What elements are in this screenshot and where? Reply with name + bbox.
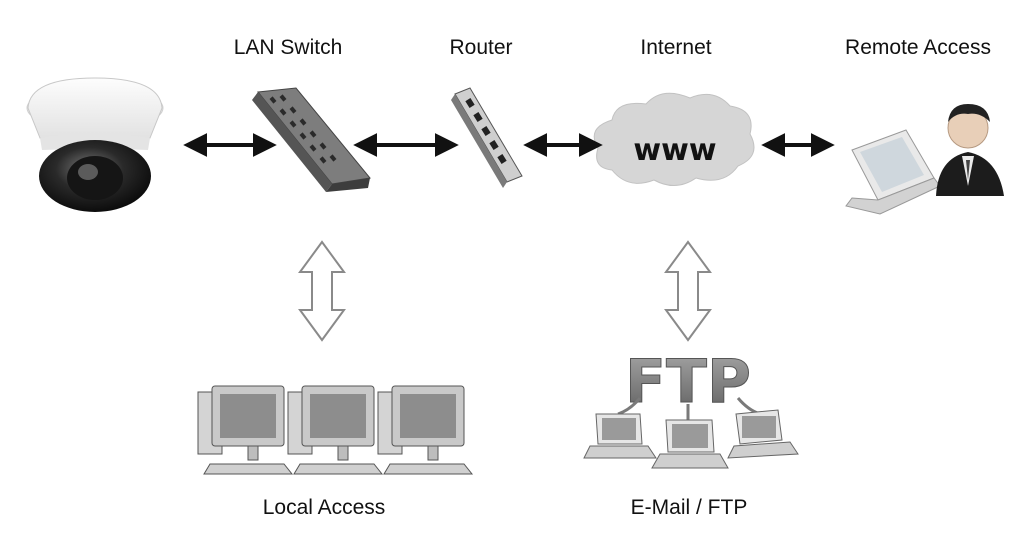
- remote-user-laptop-icon: [845, 104, 1004, 215]
- ftp-laptops-icon: FTP: [583, 347, 799, 469]
- lan-switch-icon: [252, 87, 371, 192]
- dome-camera-icon: [26, 77, 164, 212]
- cloud-www-text: www: [633, 133, 716, 168]
- switch-local-hollow-arrow: [298, 240, 346, 342]
- internet-label: Internet: [640, 36, 712, 59]
- internet-cloud-icon: www: [593, 92, 755, 186]
- lan-switch-label: LAN Switch: [233, 36, 343, 59]
- remote-access-label: Remote Access: [845, 36, 991, 59]
- local-access-label: Local Access: [262, 496, 386, 519]
- router-icon: [451, 87, 523, 188]
- email-ftp-label: E-Mail / FTP: [630, 496, 748, 519]
- local-computers-icon: [197, 385, 474, 475]
- internet-ftp-hollow-arrow: [664, 240, 712, 342]
- router-label: Router: [449, 36, 513, 59]
